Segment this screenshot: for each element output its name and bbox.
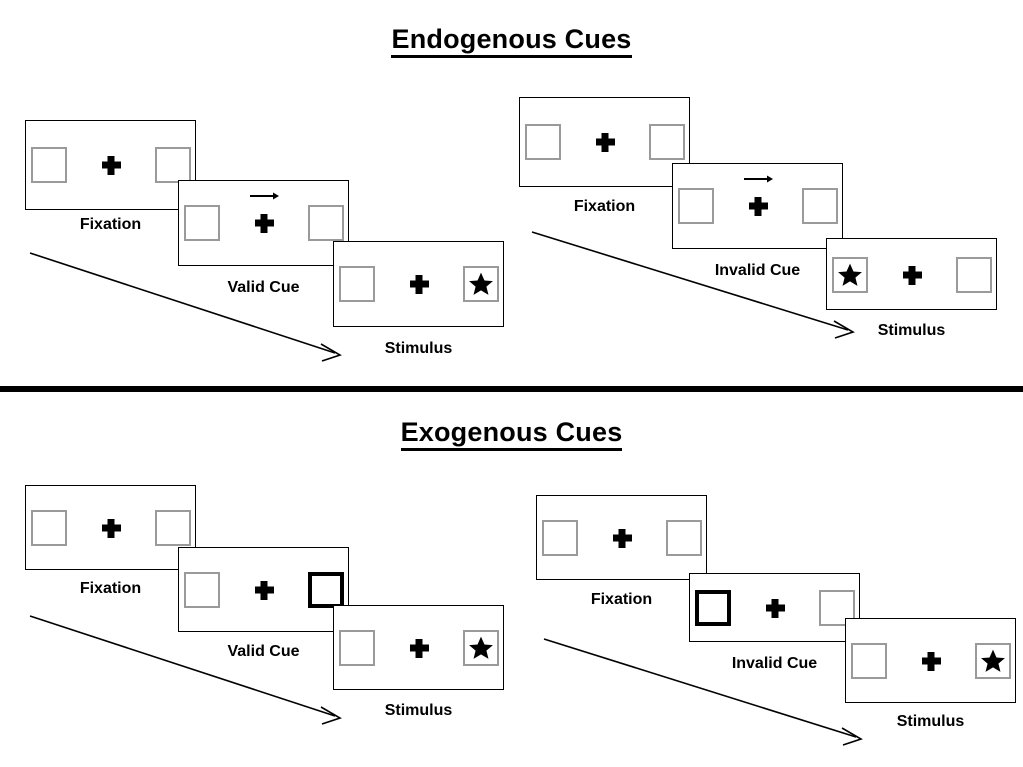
fixation-cross-icon xyxy=(246,572,282,608)
right-box xyxy=(648,124,685,160)
time-flow-arrow-exogenous-valid xyxy=(29,615,342,725)
left-box xyxy=(524,124,561,160)
section-title-endogenous-text: Endogenous Cues xyxy=(391,24,632,58)
section-title-endogenous: Endogenous Cues xyxy=(0,24,1023,58)
left-box xyxy=(338,266,375,302)
right-box xyxy=(462,266,499,302)
left-box xyxy=(541,520,578,556)
right-box xyxy=(974,643,1011,679)
frame-label-endogenous-valid-cue: Valid Cue xyxy=(227,279,300,296)
trial-frame-endogenous-invalid-cue xyxy=(672,163,843,249)
left-box xyxy=(338,630,375,666)
right-box xyxy=(307,205,344,241)
fixation-cross-icon xyxy=(587,124,623,160)
trial-frame-endogenous-valid-fixation xyxy=(25,120,196,210)
left-box xyxy=(30,510,67,546)
right-box-cued xyxy=(307,572,344,608)
frame-label-endogenous-valid-fixation: Fixation xyxy=(79,216,142,233)
section-divider xyxy=(0,386,1023,392)
section-title-exogenous: Exogenous Cues xyxy=(0,417,1023,451)
fixation-cross-icon xyxy=(913,643,949,679)
frame-label-exogenous-invalid-fixation: Fixation xyxy=(590,591,653,608)
fixation-cross-icon xyxy=(740,175,776,224)
frame-label-exogenous-valid-stimulus: Stimulus xyxy=(384,702,453,719)
trial-frame-endogenous-valid-stimulus xyxy=(333,241,504,327)
time-flow-arrow-exogenous-invalid xyxy=(543,638,863,746)
left-box xyxy=(850,643,887,679)
fixation-cross-icon xyxy=(93,510,129,546)
star-icon xyxy=(837,263,862,286)
star-icon xyxy=(468,636,493,659)
frame-label-exogenous-valid-cue: Valid Cue xyxy=(227,643,300,660)
trial-frame-exogenous-valid-cue xyxy=(178,547,349,632)
left-box-cued xyxy=(694,590,731,626)
fixation-cross-icon xyxy=(604,520,640,556)
fixation-cross-icon xyxy=(894,257,930,293)
frame-label-exogenous-valid-fixation: Fixation xyxy=(79,580,142,597)
left-box xyxy=(30,147,67,183)
star-icon xyxy=(468,272,493,295)
left-box xyxy=(831,257,868,293)
right-box xyxy=(801,188,838,224)
trial-frame-endogenous-invalid-fixation xyxy=(519,97,690,187)
fixation-cross-icon xyxy=(401,630,437,666)
right-box xyxy=(154,147,191,183)
trial-frame-endogenous-valid-cue xyxy=(178,180,349,266)
right-box xyxy=(462,630,499,666)
right-box xyxy=(955,257,992,293)
frame-label-exogenous-invalid-stimulus: Stimulus xyxy=(896,713,965,730)
right-arrow-icon xyxy=(743,175,773,183)
fixation-cross-icon xyxy=(757,590,793,626)
fixation-cross-icon xyxy=(246,192,282,241)
frame-label-exogenous-invalid-cue: Invalid Cue xyxy=(731,655,818,672)
section-title-exogenous-text: Exogenous Cues xyxy=(400,417,623,451)
trial-frame-exogenous-invalid-cue xyxy=(689,573,860,642)
frame-label-endogenous-invalid-fixation: Fixation xyxy=(573,198,636,215)
left-box xyxy=(677,188,714,224)
fixation-cross-icon xyxy=(401,266,437,302)
time-flow-arrow-endogenous-invalid xyxy=(531,231,855,339)
trial-frame-exogenous-invalid-fixation xyxy=(536,495,707,580)
time-flow-arrow-endogenous-valid xyxy=(29,252,342,362)
trial-frame-exogenous-valid-stimulus xyxy=(333,605,504,690)
right-box xyxy=(154,510,191,546)
frame-label-endogenous-valid-stimulus: Stimulus xyxy=(384,340,453,357)
star-icon xyxy=(980,649,1005,672)
trial-frame-exogenous-invalid-stimulus xyxy=(845,618,1016,703)
frame-label-endogenous-invalid-stimulus: Stimulus xyxy=(877,322,946,339)
left-box xyxy=(183,205,220,241)
right-box xyxy=(665,520,702,556)
fixation-cross-icon xyxy=(93,147,129,183)
right-arrow-icon xyxy=(249,192,279,200)
frame-label-endogenous-invalid-cue: Invalid Cue xyxy=(714,262,801,279)
trial-frame-endogenous-invalid-stimulus xyxy=(826,238,997,310)
left-box xyxy=(183,572,220,608)
trial-frame-exogenous-valid-fixation xyxy=(25,485,196,570)
